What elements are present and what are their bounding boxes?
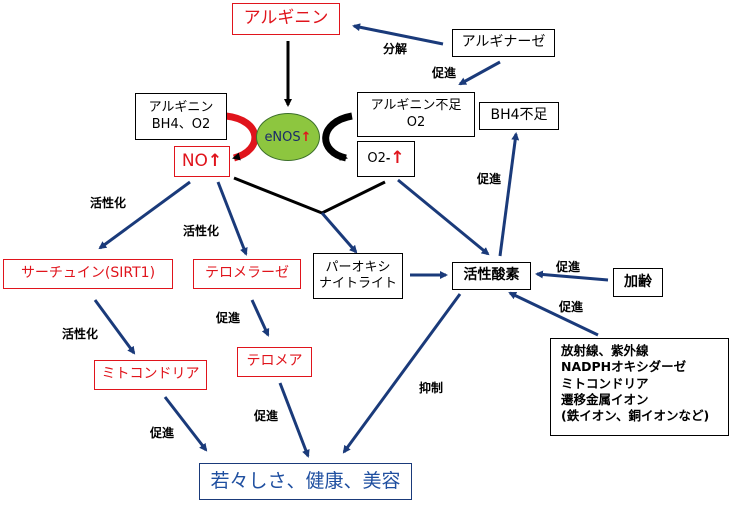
node-ros: 活性酸素 bbox=[452, 262, 531, 290]
node-ros-label: 活性酸素 bbox=[463, 267, 520, 284]
arrow-telomerase-to-telomere bbox=[250, 299, 270, 337]
node-no-label: NO bbox=[181, 150, 208, 171]
label-promote-bh4: 促進 bbox=[477, 172, 502, 186]
label-promote-aging: 促進 bbox=[556, 260, 581, 274]
source-item: ミトコンドリア bbox=[561, 375, 649, 391]
node-arginine-bh4-o2: アルギニン BH4、O2 bbox=[135, 93, 227, 140]
node-arginine: アルギニン bbox=[232, 3, 340, 35]
line-1: アルギニン bbox=[148, 100, 214, 116]
source-item: (鉄イオン、銅イオンなど) bbox=[561, 408, 710, 423]
node-outcome-label: 若々しさ、健康、美容 bbox=[210, 469, 401, 492]
arrow-enos-to-no bbox=[225, 112, 259, 162]
node-arginase: アルギナーゼ bbox=[452, 29, 555, 57]
label-promote-arginase: 促進 bbox=[432, 66, 457, 80]
arrow-arginase-to-arginine bbox=[352, 23, 444, 46]
node-arginase-label: アルギナーゼ bbox=[461, 34, 546, 51]
line-2: O2 bbox=[406, 114, 426, 130]
node-sirtuin: サーチュイン(SIRT1) bbox=[3, 259, 173, 289]
node-superoxide: O2-↑ bbox=[357, 141, 415, 177]
node-peroxynitrite: パーオキシ ナイトライト bbox=[313, 253, 403, 299]
node-ros-sources: 放射線、紫外線 NADPHオキシダーゼ ミトコンドリア 遷移金属イオン (鉄イオ… bbox=[550, 338, 729, 436]
label-activate-telomerase: 活性化 bbox=[183, 224, 220, 238]
label-suppress: 抑制 bbox=[419, 381, 444, 395]
arrow-sirtuin-to-mitochondria bbox=[93, 299, 136, 355]
node-telomerase: テロメラーゼ bbox=[193, 259, 301, 289]
label-activate-mitochondria: 活性化 bbox=[62, 327, 99, 341]
arrow-sources-to-ros bbox=[508, 291, 599, 337]
arrow-join-to-peroxynitrite bbox=[320, 212, 358, 254]
arrow-superoxide-to-ros bbox=[397, 178, 490, 256]
enos-label: eNOS bbox=[264, 129, 301, 145]
label-decomposition: 分解 bbox=[383, 42, 408, 56]
node-enos: eNOS↑ bbox=[256, 113, 320, 161]
node-arginine-deficiency-o2: アルギニン不足 O2 bbox=[357, 92, 475, 137]
node-aging: 加齢 bbox=[613, 268, 663, 297]
node-bh4-deficiency: BH4不足 bbox=[479, 102, 559, 130]
up-arrow-icon: ↑ bbox=[390, 148, 405, 169]
node-no: NO↑ bbox=[174, 146, 230, 177]
node-sirtuin-label: サーチュイン(SIRT1) bbox=[20, 265, 156, 282]
node-arginine-label: アルギニン bbox=[243, 8, 329, 29]
up-arrow-icon: ↑ bbox=[207, 150, 223, 171]
node-telomere-label: テロメア bbox=[246, 353, 303, 370]
node-superoxide-label: O2 bbox=[367, 150, 386, 166]
arrow-mitochondria-to-outcome bbox=[163, 396, 208, 452]
up-arrow-icon: ↑ bbox=[300, 129, 312, 145]
arrow-ros-to-bh4 bbox=[498, 132, 520, 257]
label-promote-mitochondria-outcome: 促進 bbox=[150, 426, 175, 440]
line-1: パーオキシ bbox=[325, 259, 391, 275]
node-mitochondria: ミトコンドリア bbox=[94, 360, 207, 390]
arrow-arginase-to-deficiency bbox=[458, 60, 501, 86]
label-promote-telomere: 促進 bbox=[216, 311, 241, 325]
line-no-superoxide-join bbox=[233, 176, 386, 215]
source-item: 放射線、紫外線 bbox=[561, 343, 649, 358]
label-promote-telomere-outcome: 促進 bbox=[254, 409, 279, 423]
arrow-enos-to-superoxide bbox=[322, 112, 353, 162]
superoxide-charge: - bbox=[385, 152, 391, 166]
arrow-aging-to-ros bbox=[535, 270, 609, 282]
node-bh4-deficiency-label: BH4不足 bbox=[490, 107, 548, 124]
line-2: BH4、O2 bbox=[151, 116, 211, 132]
line-1: アルギニン不足 bbox=[370, 98, 462, 114]
arrow-telomere-to-outcome bbox=[278, 382, 310, 458]
node-telomere: テロメア bbox=[237, 347, 312, 377]
source-item: NADPHオキシダーゼ bbox=[561, 359, 687, 375]
arrow-ros-to-outcome bbox=[342, 293, 462, 454]
source-item: 遷移金属イオン bbox=[561, 391, 649, 407]
label-promote-sources: 促進 bbox=[559, 300, 584, 314]
label-activate-sirtuin: 活性化 bbox=[90, 196, 127, 210]
node-aging-label: 加齢 bbox=[624, 273, 652, 290]
arrow-no-to-telomerase bbox=[216, 181, 248, 256]
node-outcome: 若々しさ、健康、美容 bbox=[199, 463, 412, 500]
arrow-no-to-sirtuin bbox=[98, 180, 191, 250]
node-mitochondria-label: ミトコンドリア bbox=[101, 366, 200, 383]
line-2: ナイトライト bbox=[318, 276, 397, 291]
node-telomerase-label: テロメラーゼ bbox=[205, 265, 289, 282]
